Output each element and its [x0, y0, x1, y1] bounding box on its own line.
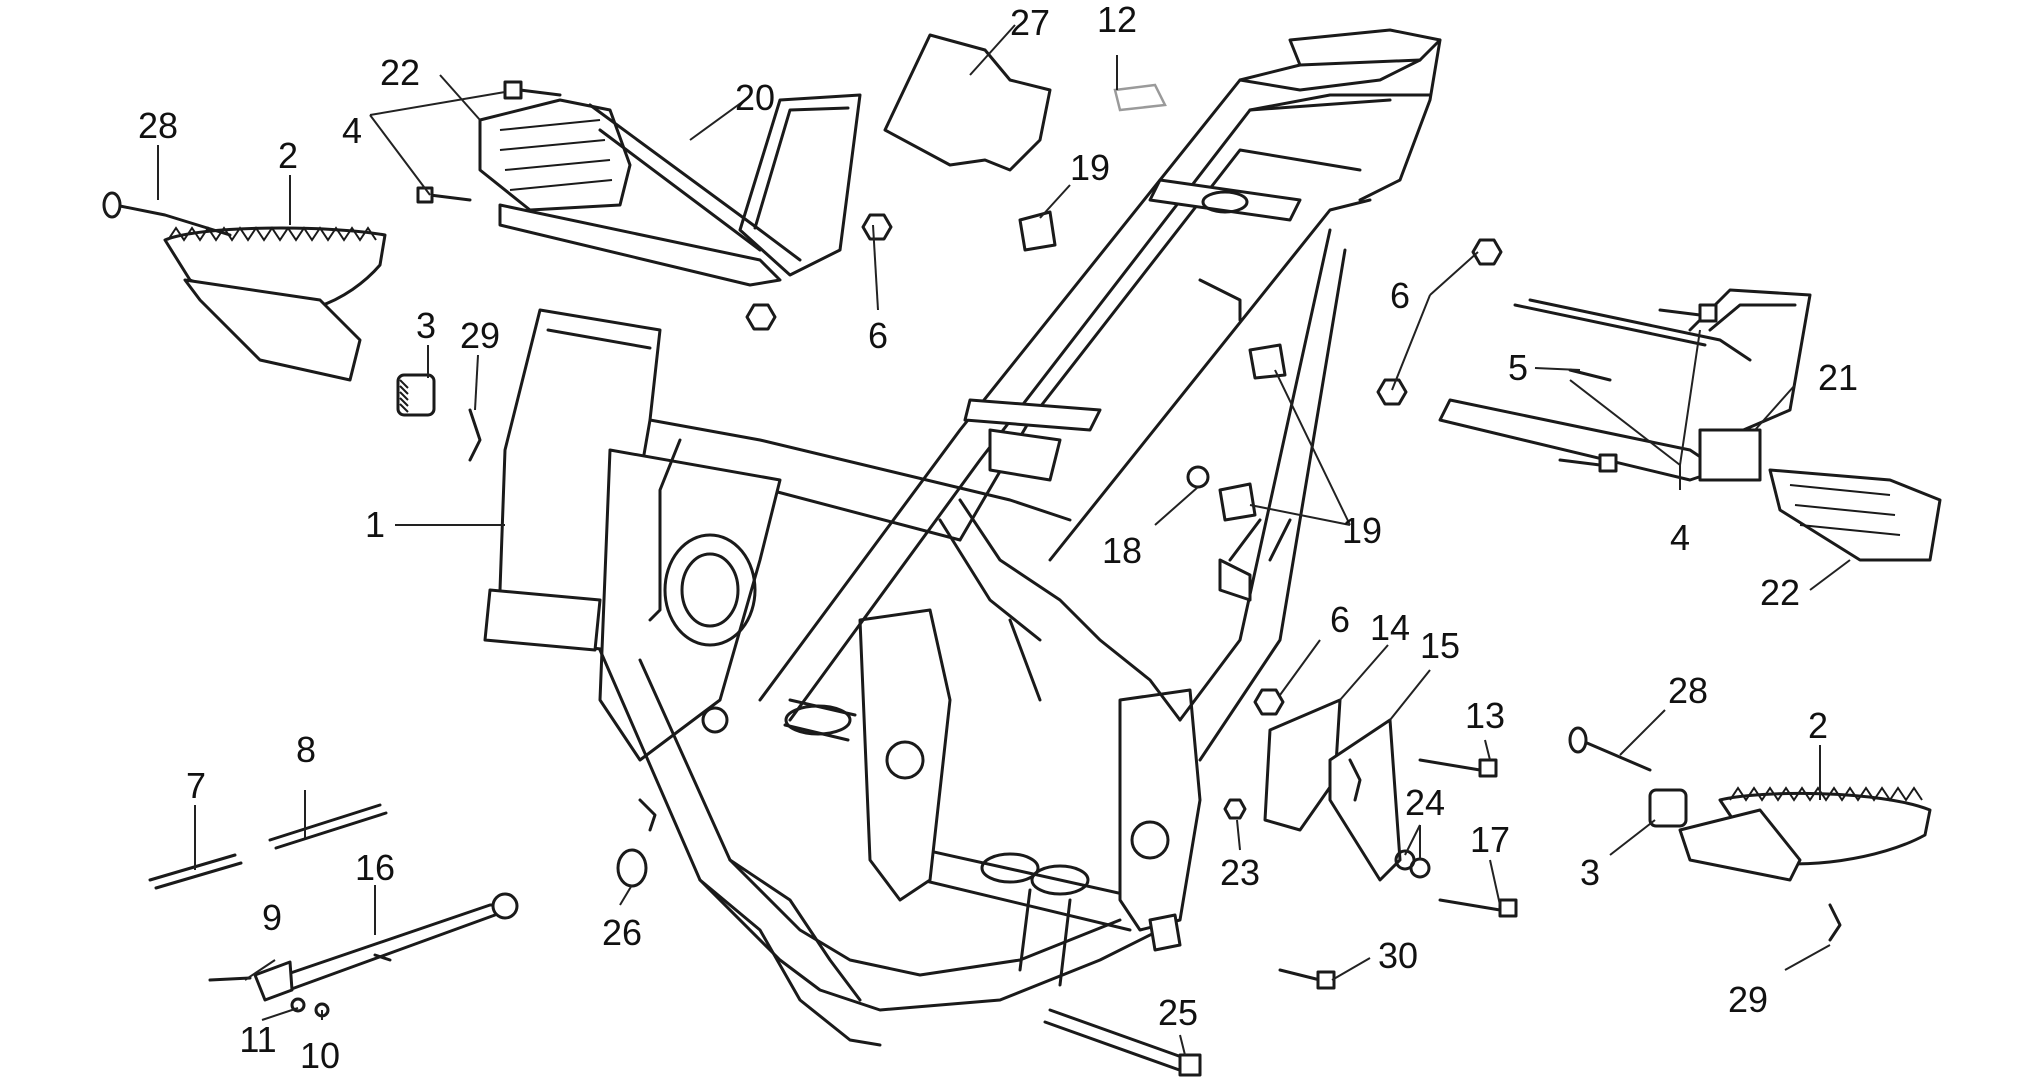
callout-22-right: 22: [1760, 572, 1800, 613]
callout-10: 10: [300, 1035, 340, 1076]
leader-lines: [157, 24, 1851, 1056]
chain-guide-plates: [1223, 688, 1518, 918]
right-footpeg-assembly: [1568, 726, 1932, 942]
right-rear-footpeg-assembly: [1376, 238, 1942, 562]
callout-28-left: 28: [138, 105, 178, 146]
main-frame: [483, 28, 1442, 1047]
callout-15: 15: [1420, 625, 1460, 666]
callout-28-right: 28: [1668, 670, 1708, 711]
callout-19-top: 19: [1070, 147, 1110, 188]
callout-30: 30: [1378, 935, 1418, 976]
callout-3-right: 3: [1580, 852, 1600, 893]
callout-1: 1: [365, 504, 385, 545]
callout-4-left: 4: [342, 110, 362, 151]
callout-20: 20: [735, 77, 775, 118]
callout-17: 17: [1470, 819, 1510, 860]
callout-29-right: 29: [1728, 979, 1768, 1020]
clip-part-ghost: [1113, 83, 1167, 112]
callout-29-left: 29: [460, 315, 500, 356]
callout-3-left: 3: [416, 305, 436, 346]
callout-19-right: 19: [1342, 510, 1382, 551]
callout-12: 12: [1097, 0, 1137, 40]
left-footpeg-assembly: [102, 191, 482, 462]
callout-2-left: 2: [278, 135, 298, 176]
loose-bushings-and-bolts: [616, 210, 1336, 1077]
callout-16: 16: [355, 847, 395, 888]
callout-9: 9: [262, 897, 282, 938]
callout-11: 11: [239, 1019, 276, 1060]
callout-27: 27: [1010, 2, 1050, 43]
callout-23: 23: [1220, 852, 1260, 893]
callout-6-top: 6: [868, 315, 888, 356]
side-stand-parts: [148, 803, 519, 1018]
callout-8: 8: [296, 729, 316, 770]
callout-25: 25: [1158, 992, 1198, 1033]
callout-2-right: 2: [1808, 705, 1828, 746]
callout-22-left: 22: [380, 52, 420, 93]
callout-7: 7: [186, 765, 206, 806]
callout-5: 5: [1508, 347, 1528, 388]
seat-gasket: [883, 33, 1052, 172]
callout-6-right: 6: [1390, 275, 1410, 316]
left-rear-footpeg-assembly: [416, 80, 893, 331]
callout-24: 24: [1405, 782, 1445, 823]
callout-21: 21: [1818, 357, 1858, 398]
callout-14: 14: [1370, 607, 1410, 648]
callout-4-right: 4: [1670, 517, 1690, 558]
callout-6-center: 6: [1330, 599, 1350, 640]
callout-18: 18: [1102, 530, 1142, 571]
callout-26: 26: [602, 912, 642, 953]
callout-13: 13: [1465, 695, 1505, 736]
callout-labels: 1 2 2 3 3 4 4 5 6 6 6 7 8 9 10 11 12 13 …: [138, 0, 1858, 1076]
